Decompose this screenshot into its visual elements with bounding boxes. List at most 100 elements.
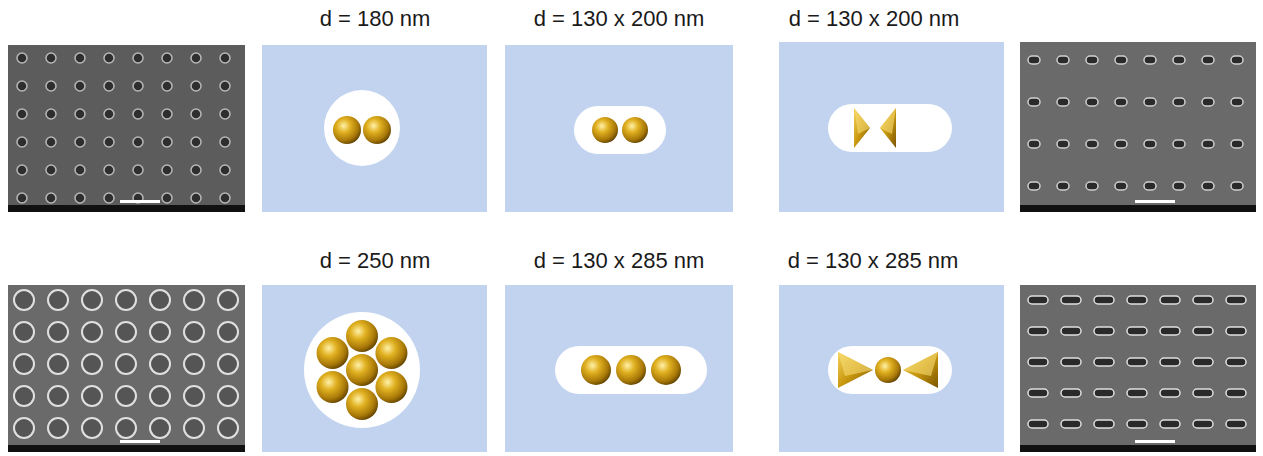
sem-hole [220,137,230,147]
sem-hole [218,386,238,406]
sem-hole [48,322,68,342]
gold-nanotriangle [854,108,870,148]
sem-hole [82,386,102,406]
sem-hole [162,137,172,147]
sem-info-bar [1020,205,1256,212]
sem-hole [116,418,136,438]
sem-hole [82,354,102,374]
sem-hole [14,354,34,374]
nanohole [574,106,666,154]
sem-hole [1115,140,1127,148]
sem-hole [191,137,201,147]
substrate-panel [779,42,1004,212]
sem-hole [184,386,204,406]
sem-info-bar [8,205,245,212]
sem-hole [1028,358,1048,366]
sem-hole [14,290,34,310]
scale-bar [1135,440,1175,443]
sem-hole [14,418,34,438]
sem-hole [1086,56,1098,64]
sem-hole [1160,358,1180,366]
sem-hole [220,81,230,91]
sem-hole [1226,420,1246,428]
sem-hole [116,386,136,406]
substrate-panel [505,45,733,212]
sem-hole [1193,389,1213,397]
sem-hole [1057,140,1069,148]
sem-hole [82,418,102,438]
sem-hole [1061,327,1081,335]
sem-hole [75,165,85,175]
sem-hole [1160,327,1180,335]
sem-hole [1094,358,1114,366]
sem-hole [116,290,136,310]
gold-nanotriangle [838,352,873,388]
scale-bar [1135,200,1175,203]
sem-hole [133,81,143,91]
sem-hole [1094,389,1114,397]
sem-hole [133,109,143,119]
sem-hole [133,137,143,147]
sem-hole [1231,140,1243,148]
nanohole [324,90,400,166]
sem-hole [1127,389,1147,397]
sem-hole [218,354,238,374]
gold-nanosphere [581,355,611,385]
sem-hole [218,418,238,438]
sem-hole [1127,420,1147,428]
sem-hole [104,81,114,91]
sem-hole [48,354,68,374]
gold-nanosphere [622,117,648,143]
sem-hole [14,386,34,406]
gold-nanosphere [346,354,378,386]
sem-hole [1202,98,1214,106]
sem-hole [150,322,170,342]
nanohole [304,312,420,428]
sem-hole [220,193,230,203]
gold-nanotriangle [854,108,870,134]
sem-hole [17,193,27,203]
substrate-panel [779,285,1004,452]
sem-hole [1193,327,1213,335]
sem-hole [1193,420,1213,428]
sem-hole [104,53,114,63]
sem-hole [1160,296,1180,304]
dimension-label: d = 130 x 200 nm [534,6,705,32]
sem-hole [48,290,68,310]
dimension-label: d = 250 nm [320,248,431,274]
sem-hole [116,322,136,342]
sem-hole [162,109,172,119]
sem-image [8,285,245,452]
sem-hole [220,53,230,63]
gold-nanosphere [317,337,349,369]
sem-hole [46,81,56,91]
sem-hole [1127,296,1147,304]
sem-info-bar [1020,445,1256,452]
sem-hole [17,81,27,91]
sem-hole [46,137,56,147]
dimension-label: d = 130 x 285 nm [788,248,959,274]
sem-hole [1086,98,1098,106]
sem-hole [133,53,143,63]
sem-hole [191,165,201,175]
sem-hole [17,53,27,63]
sem-hole [1173,182,1185,190]
sem-hole [1144,98,1156,106]
sem-hole [46,109,56,119]
gold-nanotriangle [903,352,938,388]
sem-hole [1144,140,1156,148]
sem-hole [1094,327,1114,335]
sem-hole [75,53,85,63]
sem-hole [1160,420,1180,428]
sem-hole [1028,98,1040,106]
sem-hole [1226,358,1246,366]
sem-image [8,45,245,212]
gold-nanosphere [363,116,391,144]
sem-hole [162,53,172,63]
sem-hole [1028,420,1048,428]
sem-hole [162,165,172,175]
scale-bar [120,200,160,203]
sem-hole [1057,56,1069,64]
sem-hole [1202,182,1214,190]
